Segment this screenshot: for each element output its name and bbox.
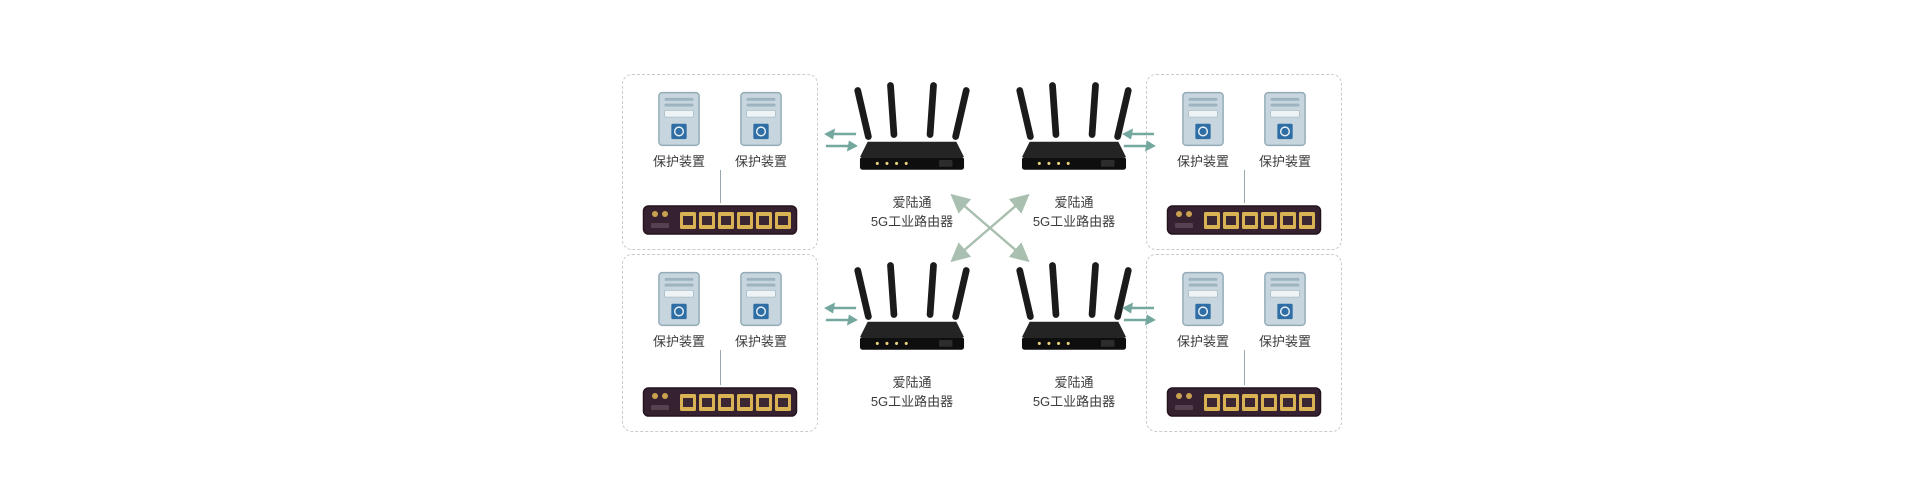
5g-router-icon — [1016, 262, 1132, 368]
router-label: 爱陆通 5G工业路由器 — [1016, 193, 1132, 231]
ethernet-switch-icon — [642, 385, 798, 419]
device-row: 保护装置 保护装置 — [653, 91, 787, 170]
protection-device-label: 保护装置 — [735, 154, 788, 169]
station-group-bottom-left: 保护装置 保护装置 — [622, 254, 818, 432]
protection-device: 保护装置 — [1177, 91, 1229, 170]
protection-device-label: 保护装置 — [652, 154, 705, 169]
exchange-arrow-bottom-left — [820, 300, 863, 328]
protection-device: 保护装置 — [735, 91, 787, 170]
device-row: 保护装置 保护装置 — [1177, 271, 1311, 350]
protection-device-label: 保护装置 — [1176, 334, 1229, 349]
ethernet-switch-icon — [642, 203, 798, 237]
protection-device-icon — [738, 271, 784, 327]
router-bottom-left: 爱陆通 5G工业路由器 — [854, 262, 970, 411]
protection-device-label: 保护装置 — [1176, 154, 1229, 169]
protection-device-icon — [656, 91, 702, 147]
connector-line — [1243, 170, 1245, 203]
protection-device-icon — [1180, 271, 1226, 327]
router-model: 5G工业路由器 — [870, 394, 954, 409]
device-row: 保护装置 保护装置 — [653, 271, 787, 350]
station-group-top-right: 保护装置 保护装置 — [1146, 74, 1342, 250]
router-top-left: 爱陆通 5G工业路由器 — [854, 82, 970, 231]
protection-device-icon — [656, 271, 702, 327]
protection-device-icon — [738, 91, 784, 147]
router-model: 5G工业路由器 — [1032, 394, 1116, 409]
station-group-bottom-right: 保护装置 保护装置 — [1146, 254, 1342, 432]
exchange-arrow-bottom-right — [1118, 300, 1161, 328]
protection-device: 保护装置 — [653, 91, 705, 170]
device-row: 保护装置 保护装置 — [1177, 91, 1311, 170]
protection-device-label: 保护装置 — [652, 334, 705, 349]
connector-line — [1243, 350, 1245, 385]
ethernet-switch-icon — [1166, 203, 1322, 237]
router-label: 爱陆通 5G工业路由器 — [854, 373, 970, 411]
5g-router-icon — [1016, 82, 1132, 188]
protection-device: 保护装置 — [1259, 91, 1311, 170]
bidirectional-arrow-icon — [1118, 126, 1161, 154]
router-brand: 爱陆通 — [1054, 375, 1094, 390]
protection-device-label: 保护装置 — [1259, 154, 1312, 169]
bidirectional-arrow-icon — [1118, 300, 1161, 328]
router-label: 爱陆通 5G工业路由器 — [1016, 373, 1132, 411]
protection-device-icon — [1180, 91, 1226, 147]
protection-device: 保护装置 — [735, 271, 787, 350]
protection-device-icon — [1262, 91, 1308, 147]
protection-device: 保护装置 — [1259, 271, 1311, 350]
ethernet-switch-icon — [1166, 385, 1322, 419]
router-label: 爱陆通 5G工业路由器 — [854, 193, 970, 231]
connector-line — [719, 170, 721, 203]
protection-device: 保护装置 — [1177, 271, 1229, 350]
router-brand: 爱陆通 — [1054, 195, 1094, 210]
protection-device: 保护装置 — [653, 271, 705, 350]
connector-line — [719, 350, 721, 385]
router-model: 5G工业路由器 — [1032, 214, 1116, 229]
router-model: 5G工业路由器 — [870, 214, 954, 229]
center-cross-arrows — [942, 186, 1038, 270]
bidirectional-arrow-icon — [820, 300, 863, 328]
exchange-arrow-top-right — [1118, 126, 1161, 154]
router-bottom-right: 爱陆通 5G工业路由器 — [1016, 262, 1132, 411]
station-group-top-left: 保护装置 保护装置 — [622, 74, 818, 250]
protection-device-label: 保护装置 — [735, 334, 788, 349]
router-brand: 爱陆通 — [892, 375, 932, 390]
router-brand: 爱陆通 — [892, 195, 932, 210]
5g-router-icon — [854, 262, 970, 368]
router-top-right: 爱陆通 5G工业路由器 — [1016, 82, 1132, 231]
exchange-arrow-top-left — [820, 126, 863, 154]
crossed-double-arrows-icon — [942, 186, 1038, 270]
bidirectional-arrow-icon — [820, 126, 863, 154]
5g-router-icon — [854, 82, 970, 188]
protection-device-label: 保护装置 — [1259, 334, 1312, 349]
protection-device-icon — [1262, 271, 1308, 327]
